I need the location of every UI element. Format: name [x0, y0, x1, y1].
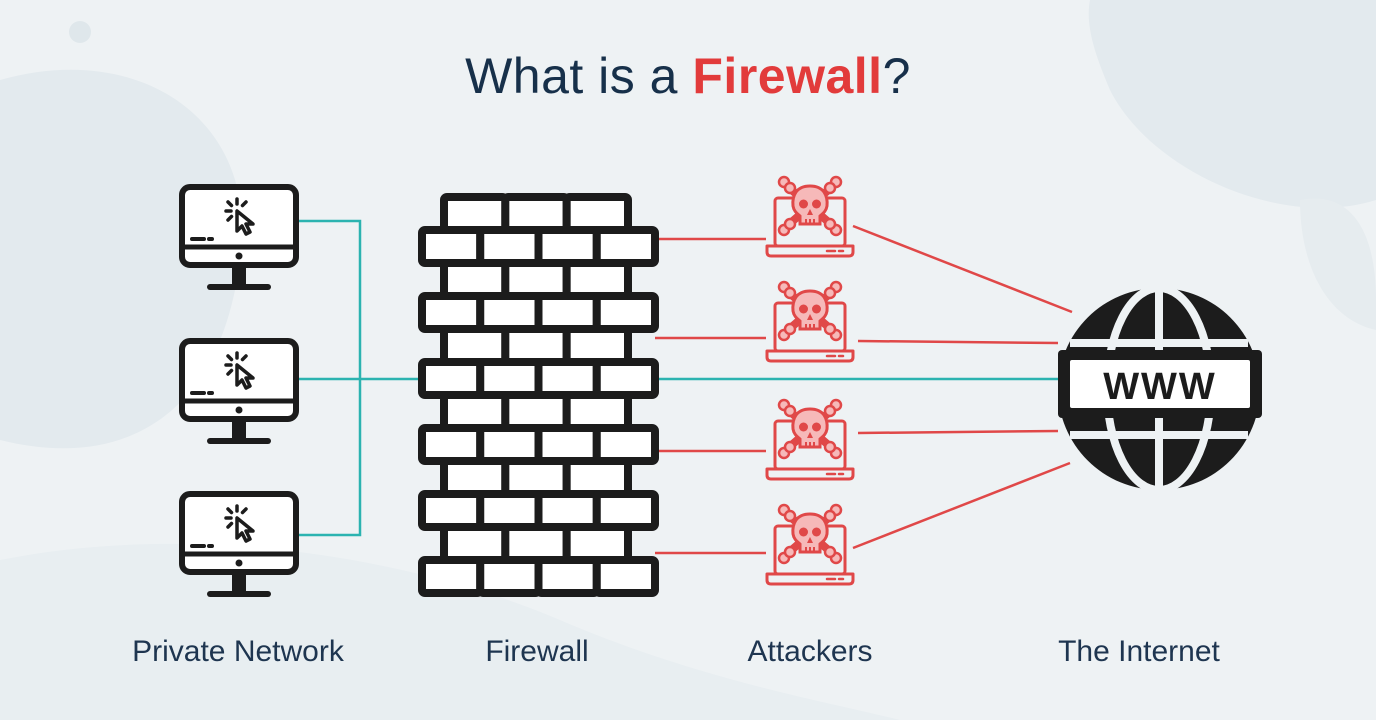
title-prefix: What is a	[465, 48, 693, 104]
wall-brick	[418, 490, 485, 531]
wall-brick	[534, 424, 601, 465]
wall-brick	[440, 391, 510, 432]
wall-brick	[592, 226, 659, 267]
label-attackers: Attackers	[747, 635, 873, 668]
wall-brick	[501, 259, 571, 300]
wall-brick	[534, 292, 601, 333]
wall-brick	[501, 523, 571, 564]
wall-brick	[476, 292, 543, 333]
wall-brick	[440, 523, 510, 564]
wall-brick	[418, 358, 485, 399]
wall-brick	[501, 457, 571, 498]
title-suffix: ?	[882, 48, 911, 104]
wall-brick	[418, 292, 485, 333]
wall-brick	[592, 490, 659, 531]
wall-brick	[562, 457, 633, 498]
label-private-network: Private Network	[132, 635, 344, 668]
skull-laptop-icon	[767, 177, 853, 256]
wall-brick	[501, 325, 571, 366]
wall-brick	[476, 424, 543, 465]
wall-brick	[562, 523, 633, 564]
label-internet: The Internet	[1058, 635, 1220, 668]
wall-brick	[534, 358, 601, 399]
wall-brick	[534, 556, 601, 597]
page-title: What is a Firewall?	[0, 44, 1376, 108]
wall-brick	[534, 490, 601, 531]
wall-brick	[440, 193, 510, 234]
wall-brick	[534, 226, 601, 267]
title-highlight: Firewall	[692, 48, 883, 104]
attack-connections	[655, 224, 1073, 555]
brick-wall-icon	[418, 193, 659, 597]
wall-brick	[476, 556, 543, 597]
skull-laptop-icon	[767, 505, 853, 584]
wall-brick	[476, 358, 543, 399]
wall-brick	[476, 490, 543, 531]
computer-monitor-icon	[182, 341, 296, 441]
skull-laptop-icon	[767, 282, 853, 361]
wall-brick	[562, 391, 633, 432]
private-network-computers	[182, 187, 296, 594]
wall-brick	[592, 358, 659, 399]
wall-brick	[440, 325, 510, 366]
wall-brick	[476, 226, 543, 267]
private-network-connections	[296, 219, 1060, 537]
wall-brick	[592, 292, 659, 333]
wall-brick	[592, 424, 659, 465]
skull-laptop-icon	[767, 400, 853, 479]
globe-www-icon: WWW	[1058, 284, 1262, 494]
wall-brick	[418, 226, 485, 267]
attackers-group	[767, 177, 853, 584]
wall-brick	[562, 193, 633, 234]
wall-brick	[418, 424, 485, 465]
wall-brick	[592, 556, 659, 597]
wall-brick	[562, 325, 633, 366]
wall-brick	[501, 391, 571, 432]
globe-www-text: WWW	[1103, 366, 1217, 408]
wall-brick	[501, 193, 571, 234]
wall-brick	[440, 457, 510, 498]
wall-brick	[418, 556, 485, 597]
label-firewall: Firewall	[485, 635, 589, 668]
wall-brick	[440, 259, 510, 300]
wall-brick	[562, 259, 633, 300]
